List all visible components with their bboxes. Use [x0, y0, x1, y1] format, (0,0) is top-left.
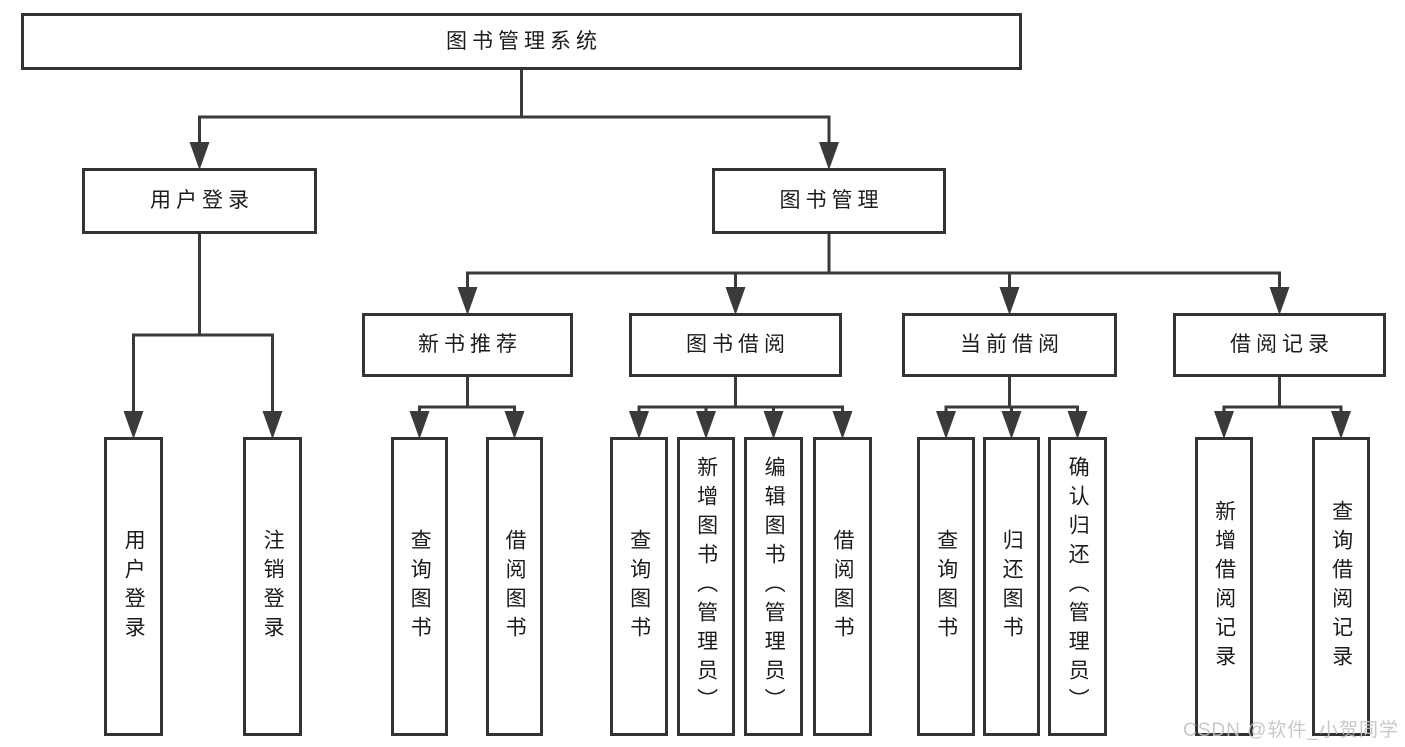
node-label-user-login-menu: 用户登录: [150, 189, 254, 213]
node-label-return-books: 归还图书: [1000, 528, 1024, 645]
node-label-query-borrow-record: 查询借阅记录: [1329, 499, 1353, 674]
arrowhead-icon: [696, 411, 716, 439]
node-user-login-menu: 用户登录: [82, 168, 317, 234]
node-user-login: 用户登录: [104, 437, 163, 736]
connector-new-book-recommend: [418, 375, 516, 415]
arrowhead-icon: [1067, 411, 1088, 439]
arrowhead-icon: [262, 411, 283, 439]
arrowhead-icon: [936, 411, 956, 439]
connector-root: [198, 68, 831, 146]
arrowhead-icon: [832, 411, 853, 439]
arrowhead-icon: [1214, 411, 1234, 439]
node-label-borrow-books: 借阅图书: [831, 528, 855, 645]
node-add-borrow-record: 新增借阅记录: [1195, 437, 1253, 736]
node-label-book-borrowing: 图书借阅: [686, 333, 790, 357]
node-label-root: 图书管理系统: [446, 29, 602, 53]
node-query-books-current: 查询图书: [917, 437, 975, 736]
node-label-add-borrow-record: 新增借阅记录: [1212, 499, 1236, 674]
node-borrowing-records: 借阅记录: [1173, 313, 1386, 377]
node-label-add-books-admin: 新增图书（管理员）: [694, 456, 718, 717]
node-label-query-books-current: 查询图书: [934, 528, 958, 645]
node-label-query-books-borrowing: 查询图书: [627, 528, 651, 645]
connector-book-borrowing: [637, 375, 844, 415]
node-book-management: 图书管理: [712, 168, 946, 234]
connector-user-login-menu: [132, 232, 274, 415]
node-label-borrow-books-recommend: 借阅图书: [503, 528, 527, 645]
arrowhead-icon: [999, 287, 1020, 315]
node-label-edit-books-admin: 编辑图书（管理员）: [762, 456, 786, 717]
connector-book-management: [466, 232, 1281, 291]
node-root: 图书管理系统: [21, 13, 1022, 70]
node-label-user-login: 用户登录: [122, 528, 146, 645]
node-book-borrowing: 图书借阅: [629, 313, 842, 377]
node-query-books-borrowing: 查询图书: [610, 437, 668, 736]
node-confirm-return-admin: 确认归还（管理员）: [1048, 437, 1107, 736]
arrowhead-icon: [1331, 411, 1351, 439]
node-label-borrowing-records: 借阅记录: [1230, 333, 1334, 357]
node-label-book-management: 图书管理: [779, 189, 884, 213]
node-new-book-recommend: 新书推荐: [362, 313, 573, 377]
connector-current-borrowing: [944, 375, 1079, 415]
arrowhead-icon: [123, 411, 144, 439]
arrowhead-icon: [189, 142, 210, 170]
arrowhead-icon: [409, 411, 430, 439]
arrowhead-icon: [1269, 287, 1290, 315]
arrowhead-icon: [504, 411, 525, 439]
arrowhead-icon: [819, 142, 839, 170]
watermark-text: CSDN @软件_小贺同学: [1183, 720, 1399, 741]
arrowhead-icon: [725, 287, 746, 315]
node-edit-books-admin: 编辑图书（管理员）: [744, 437, 803, 736]
node-borrow-books: 借阅图书: [813, 437, 872, 736]
node-label-query-books-recommend: 查询图书: [408, 528, 432, 645]
node-label-new-book-recommend: 新书推荐: [418, 333, 522, 357]
node-logout-login: 注销登录: [243, 437, 302, 736]
arrowhead-icon: [457, 287, 478, 315]
arrowhead-icon: [763, 411, 784, 439]
node-current-borrowing: 当前借阅: [902, 313, 1117, 377]
node-return-books: 归还图书: [983, 437, 1040, 736]
node-label-confirm-return-admin: 确认归还（管理员）: [1066, 456, 1090, 717]
node-label-current-borrowing: 当前借阅: [960, 333, 1064, 357]
arrowhead-icon: [629, 411, 649, 439]
node-query-borrow-record: 查询借阅记录: [1312, 437, 1370, 736]
connector-borrowing-records: [1222, 375, 1343, 415]
node-label-logout-login: 注销登录: [261, 528, 285, 645]
arrowhead-icon: [1001, 411, 1022, 439]
node-borrow-books-recommend: 借阅图书: [486, 437, 543, 736]
node-query-books-recommend: 查询图书: [391, 437, 448, 736]
node-add-books-admin: 新增图书（管理员）: [677, 437, 735, 736]
